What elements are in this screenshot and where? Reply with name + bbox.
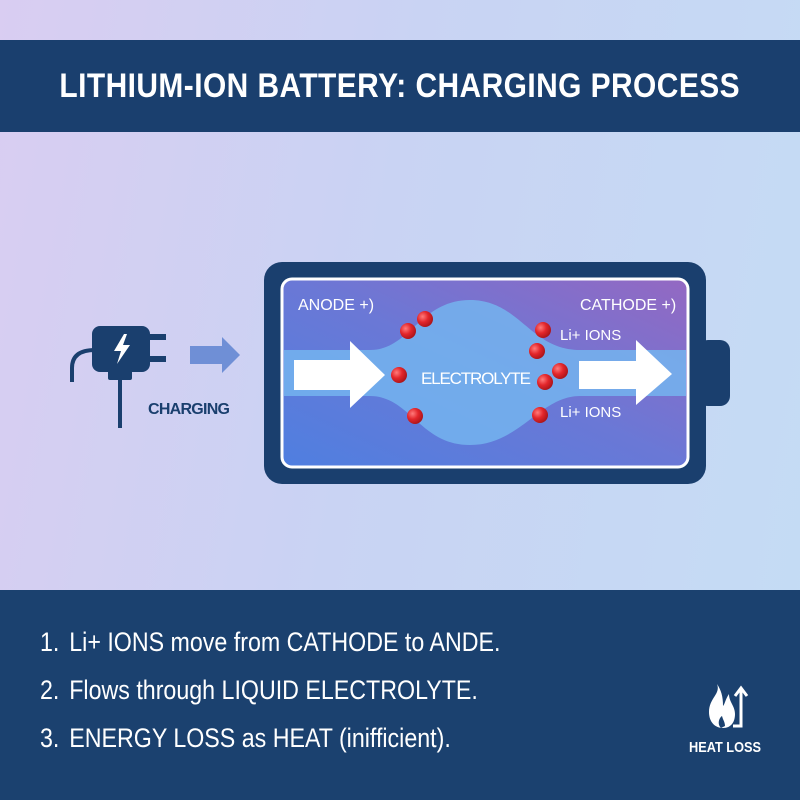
right-flow-arrow — [579, 340, 672, 405]
charging-label: CHARGING — [148, 401, 230, 418]
steps-panel: 1. Li+ IONS move from CATHODE to ANDE. 2.… — [0, 590, 800, 800]
step-item: 2. Flows through LIQUID ELECTROLYTE. — [40, 666, 500, 714]
ion-label-top: Li+ IONS — [560, 327, 621, 344]
step-text: Flows through LIQUID ELECTROLYTE. — [69, 675, 478, 705]
anode-label: ANODE +) — [298, 297, 374, 314]
step-item: 3. ENERGY LOSS as HEAT (inifficient). — [40, 714, 500, 762]
flame-up-arrow-icon — [709, 684, 749, 728]
step-item: 1. Li+ IONS move from CATHODE to ANDE. — [40, 618, 500, 666]
ion — [532, 407, 548, 423]
charge-direction-arrow — [190, 337, 240, 373]
ion — [417, 311, 433, 327]
step-number: 2. — [40, 675, 60, 705]
title-banner: LITHIUM-ION BATTERY: CHARGING PROCESS — [0, 40, 800, 132]
heat-loss-label: HEAT LOSS — [688, 739, 762, 756]
steps-list: 1. Li+ IONS move from CATHODE to ANDE. 2.… — [40, 618, 575, 762]
step-text: ENERGY LOSS as HEAT (inifficient). — [69, 723, 451, 753]
ion — [407, 408, 423, 424]
lithium-ions — [391, 311, 568, 424]
battery: ANODE +) CATHODE +) ELECTROLYTE Li+ IONS… — [264, 262, 730, 484]
plug-with-lightning-icon — [70, 326, 166, 428]
heat-loss-badge: HEAT LOSS — [680, 680, 770, 756]
step-number: 1. — [40, 627, 60, 657]
step-text: Li+ IONS move from CATHODE to ANDE. — [69, 627, 501, 657]
ion-label-bottom: Li+ IONS — [560, 404, 621, 421]
ion — [391, 367, 407, 383]
page-title: LITHIUM-ION BATTERY: CHARGING PROCESS — [59, 66, 741, 105]
left-flow-arrow — [294, 341, 385, 408]
ion — [537, 374, 553, 390]
electrolyte-label: ELECTROLYTE — [421, 369, 531, 388]
ion — [535, 322, 551, 338]
ion — [400, 323, 416, 339]
step-number: 3. — [40, 723, 60, 753]
cathode-label: CATHODE +) — [580, 297, 676, 314]
ion — [552, 363, 568, 379]
electrolyte-channel — [284, 300, 686, 445]
ion — [529, 343, 545, 359]
